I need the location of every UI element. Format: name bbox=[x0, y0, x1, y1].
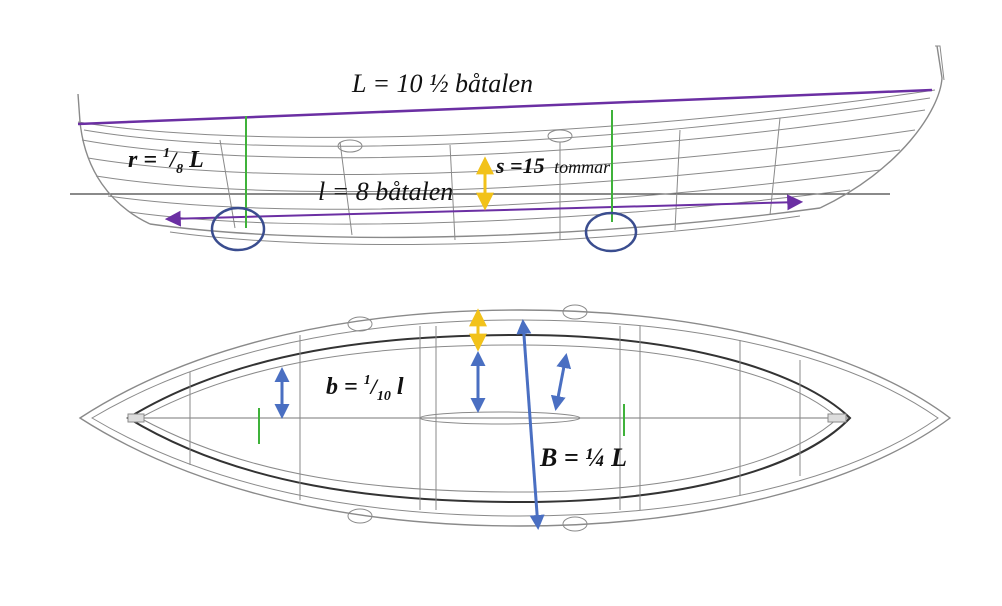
mark-circle-fore bbox=[584, 211, 638, 253]
label-b: b = 1/10 l bbox=[326, 373, 404, 404]
label-L: L = 10 ½ båtalen bbox=[351, 69, 533, 98]
boat-top-view bbox=[78, 304, 952, 532]
stem-post bbox=[819, 45, 943, 209]
label-r: r = 1/8 L bbox=[128, 146, 204, 177]
b-arrow-fore bbox=[550, 353, 572, 411]
sheer-line-inner bbox=[83, 97, 931, 147]
label-l: l = 8 båtalen bbox=[318, 177, 453, 206]
length-L-line bbox=[77, 88, 933, 126]
label-B: B = ¼ L bbox=[539, 443, 627, 472]
inner-gunwale bbox=[126, 333, 852, 504]
mark-circle-aft bbox=[210, 206, 266, 252]
stern-post bbox=[77, 93, 151, 225]
sheer-line bbox=[77, 89, 936, 138]
hull-outline bbox=[78, 309, 952, 527]
B-arrow bbox=[516, 319, 545, 530]
label-s: s =15 tommar bbox=[495, 153, 611, 178]
